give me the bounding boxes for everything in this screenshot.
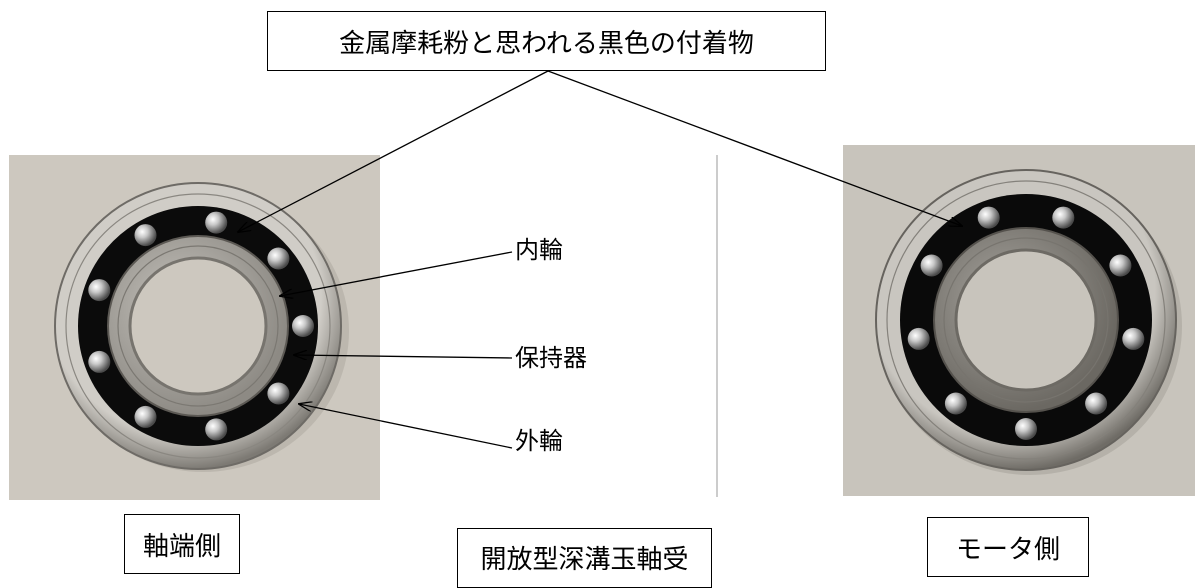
ball — [920, 254, 943, 277]
ball-set — [88, 211, 314, 441]
ball — [292, 315, 314, 337]
ball — [1109, 254, 1132, 277]
ball — [267, 382, 290, 405]
callout-arrows — [238, 70, 962, 449]
ball — [88, 350, 111, 373]
arrow-to-cage — [294, 355, 513, 358]
ball — [944, 392, 967, 415]
shaft-end-label: 軸端側 — [142, 531, 221, 562]
motor-side-bearing-photo — [843, 145, 1195, 496]
motor-side-label-box: モータ側 — [927, 517, 1089, 577]
arrow-to-outer-ring — [299, 404, 513, 449]
ball — [88, 279, 111, 302]
shaft-end-bearing-photo — [9, 155, 380, 500]
bearing-type-label: 開放型深溝玉軸受 — [480, 545, 689, 575]
callout-inner-ring: 内輪 — [515, 236, 563, 264]
ball — [907, 327, 930, 350]
bore — [128, 256, 268, 396]
callout-outer-ring: 外輪 — [515, 427, 563, 455]
ball-set — [907, 206, 1145, 440]
ball — [267, 247, 290, 270]
top-label-box: 金属摩耗粉と思われる黒色の付着物 — [267, 11, 826, 71]
ball — [1015, 418, 1037, 440]
ball — [1052, 206, 1075, 229]
ball — [1085, 392, 1108, 415]
callout-cage: 保持器 — [515, 344, 587, 372]
shaft-end-label-box: 軸端側 — [124, 514, 240, 574]
ball — [1122, 327, 1145, 350]
ball — [977, 206, 1000, 229]
arrow-to-inner-ring — [280, 251, 513, 296]
motor-side-label: モータ側 — [955, 534, 1060, 565]
arrow-to-shaft-end-deposit — [238, 70, 549, 232]
ball — [205, 211, 228, 234]
ball — [205, 418, 228, 441]
bearing-type-label-box: 開放型深溝玉軸受 — [457, 528, 712, 588]
bore — [954, 248, 1098, 392]
arrow-to-motor-side-deposit — [547, 70, 962, 226]
top-label: 金属摩耗粉と思われる黒色の付着物 — [339, 28, 754, 59]
ball — [134, 405, 157, 428]
ball — [134, 224, 157, 247]
